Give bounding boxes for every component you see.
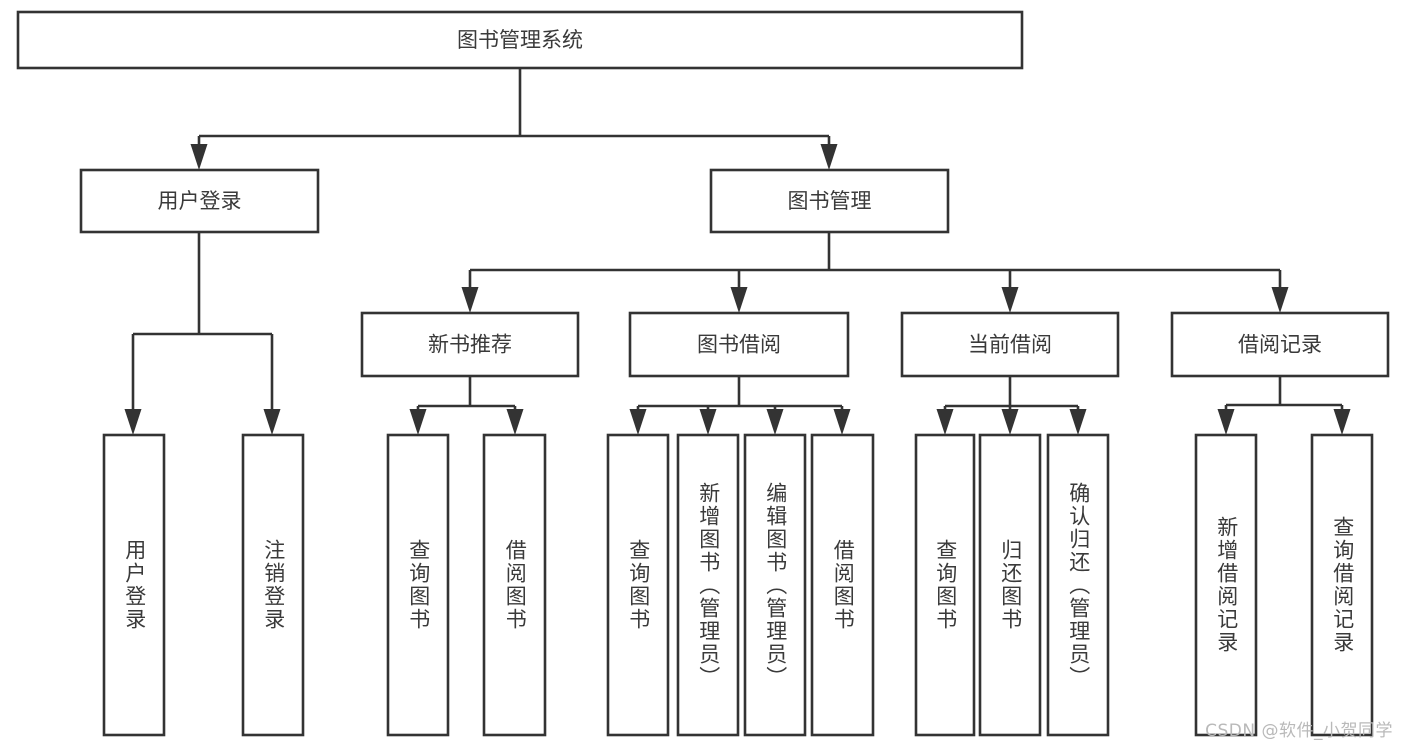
arrow-head-icon (820, 144, 838, 170)
leaf-node-box[interactable] (810, 433, 875, 737)
arrow-head-icon (1001, 409, 1019, 435)
level3-node-box[interactable] (1170, 311, 1390, 378)
arrow-head-icon (699, 409, 717, 435)
arrow-head-icon (1001, 287, 1019, 313)
arrow-head-icon (766, 409, 784, 435)
leaf-node-box[interactable] (676, 433, 740, 737)
arrow-head-icon (506, 409, 524, 435)
connector-new-book-to-leaves (409, 376, 524, 435)
level3-node-label: 新书推荐 (428, 333, 512, 357)
arrow-head-icon (833, 409, 851, 435)
arrow-head-icon (461, 287, 479, 313)
leaf-node-box[interactable] (102, 433, 166, 737)
root-node-box[interactable] (16, 10, 1024, 70)
arrow-head-icon (1333, 409, 1351, 435)
arrow-head-icon (124, 409, 142, 435)
arrow-head-icon (409, 409, 427, 435)
leaf-node-box[interactable] (743, 433, 807, 737)
arrow-head-icon (629, 409, 647, 435)
leaf-node-box[interactable] (386, 433, 450, 737)
arrow-head-icon (263, 409, 281, 435)
connector-layer (124, 68, 1351, 435)
connector-borrow-record-to-leaves (1217, 376, 1351, 435)
level3-node-box[interactable] (900, 311, 1120, 378)
level3-node-label: 借阅记录 (1238, 333, 1322, 357)
connector-book-borrow-to-leaves (629, 376, 851, 435)
level3-node-label: 图书借阅 (697, 333, 781, 357)
arrow-head-icon (730, 287, 748, 313)
arrow-head-icon (936, 409, 954, 435)
leaf-node-box[interactable] (606, 433, 670, 737)
arrow-head-icon (1217, 409, 1235, 435)
arrow-head-icon (1069, 409, 1087, 435)
level2-node-box[interactable] (79, 168, 320, 234)
leaf-node-box[interactable] (914, 433, 976, 737)
csdn-watermark: CSDN @软件_小贺同学 (1205, 721, 1393, 741)
connector-user-login-to-leaves (124, 232, 281, 435)
arrow-head-icon (190, 144, 208, 170)
leaf-node-box[interactable] (1310, 433, 1374, 737)
connector-current-borrow-to-leaves (936, 376, 1087, 435)
leaf-node-box[interactable] (241, 433, 305, 737)
level3-node-box[interactable] (360, 311, 580, 378)
leaf-node-box[interactable] (1046, 433, 1110, 737)
arrow-head-icon (1271, 287, 1289, 313)
connector-root-to-level2 (190, 68, 838, 170)
leaf-node-box[interactable] (1194, 433, 1258, 737)
root-node-label: 图书管理系统 (457, 28, 583, 52)
level3-node-box[interactable] (628, 311, 850, 378)
node-box-layer (16, 10, 1390, 737)
leaf-node-box[interactable] (978, 433, 1042, 737)
connector-book-mgmt-to-level3 (461, 232, 1289, 313)
level2-node-box[interactable] (709, 168, 950, 234)
level2-node-label: 用户登录 (158, 189, 242, 213)
level2-node-label: 图书管理 (788, 189, 872, 213)
level3-node-label: 当前借阅 (968, 333, 1052, 357)
leaf-node-box[interactable] (482, 433, 547, 737)
